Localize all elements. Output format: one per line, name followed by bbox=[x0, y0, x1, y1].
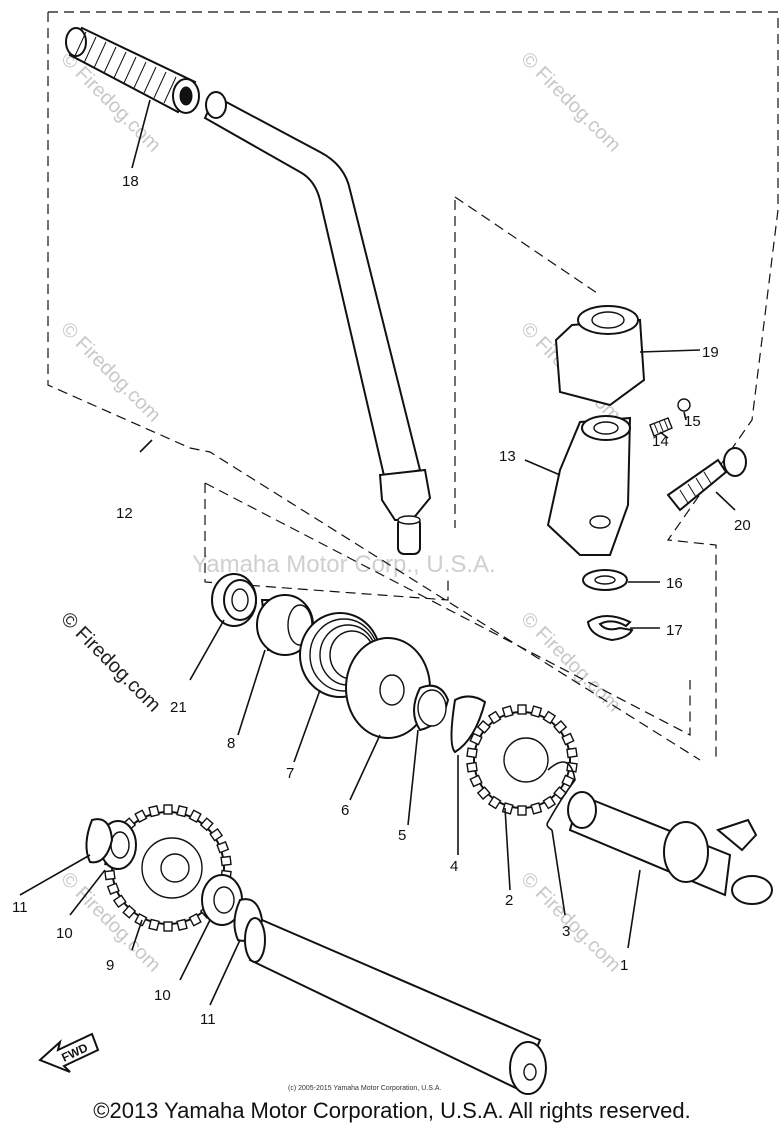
oil-seal-21 bbox=[211, 573, 257, 627]
gear-tooth bbox=[530, 802, 543, 815]
callout-2: 2 bbox=[505, 892, 513, 909]
gear-tooth bbox=[134, 913, 148, 927]
watermark: © Firedog.com bbox=[516, 608, 625, 717]
gear-tooth bbox=[148, 805, 160, 818]
gear-tooth bbox=[122, 904, 137, 919]
group-19-link bbox=[454, 196, 601, 296]
gear-2 bbox=[466, 704, 578, 816]
gear-tooth bbox=[501, 802, 514, 815]
callout-7: 7 bbox=[286, 765, 294, 782]
gear-tooth bbox=[106, 882, 120, 895]
callout-10a: 10 bbox=[56, 925, 73, 942]
callout-11b: 11 bbox=[200, 1011, 216, 1028]
callout-6: 6 bbox=[341, 802, 349, 819]
watermark: © Firedog.com bbox=[56, 608, 165, 717]
gear-tooth bbox=[220, 855, 232, 867]
callout-5: 5 bbox=[398, 827, 406, 844]
callout-12: 12 bbox=[116, 505, 133, 522]
callout-21: 21 bbox=[170, 699, 187, 716]
kick-axle-1 bbox=[567, 791, 773, 905]
gear-tooth bbox=[199, 817, 214, 832]
gear-tooth bbox=[176, 918, 188, 931]
callout-4: 4 bbox=[450, 858, 458, 875]
callout-3: 3 bbox=[562, 923, 570, 940]
bolt-20 bbox=[666, 447, 747, 512]
gear-tooth bbox=[476, 719, 491, 734]
leader-lines bbox=[19, 99, 736, 1006]
clip-4 bbox=[450, 695, 487, 754]
gear-tooth bbox=[469, 774, 483, 788]
gear-tooth bbox=[469, 732, 483, 746]
main-shaft bbox=[244, 917, 547, 1095]
copyright-notice: ©2013 Yamaha Motor Corporation, U.S.A. A… bbox=[93, 1098, 691, 1123]
kick-lever bbox=[203, 91, 432, 555]
gear-tooth bbox=[487, 795, 502, 810]
callout-17: 17 bbox=[666, 622, 683, 639]
gear-tooth bbox=[501, 705, 514, 718]
kick-grip bbox=[65, 26, 200, 114]
gear-tooth bbox=[553, 719, 568, 734]
group-12-boundary-left bbox=[47, 12, 701, 761]
watermark: © Firedog.com bbox=[516, 868, 625, 977]
callout-11a: 11 bbox=[12, 899, 28, 916]
group-12-boundary bbox=[48, 11, 779, 760]
gear-tooth bbox=[561, 732, 575, 746]
clip-17 bbox=[586, 615, 634, 642]
center-watermark: Yamaha Motor Corp., U.S.A. bbox=[192, 551, 496, 578]
group-7-boundary-right bbox=[204, 482, 691, 736]
gear-tooth bbox=[188, 913, 202, 927]
spring-14 bbox=[649, 417, 673, 437]
grip-knurl bbox=[73, 31, 177, 104]
gear-tooth bbox=[209, 827, 224, 842]
callout-16: 16 bbox=[666, 575, 683, 592]
gear-tooth bbox=[148, 918, 160, 931]
gear-tooth bbox=[104, 869, 116, 881]
kick-boss bbox=[554, 305, 646, 407]
gear-tooth bbox=[542, 795, 557, 810]
callout-15: 15 bbox=[684, 413, 701, 430]
watermark: © Firedog.com bbox=[516, 48, 625, 157]
gear-tooth bbox=[163, 804, 173, 815]
gear-tooth bbox=[517, 704, 527, 715]
spring-clip-3 bbox=[546, 761, 576, 831]
gear-tooth bbox=[163, 921, 173, 932]
gear-tooth bbox=[466, 761, 478, 773]
callout-19: 19 bbox=[702, 344, 719, 361]
gear-tooth bbox=[176, 805, 188, 818]
gear-tooth bbox=[112, 894, 127, 909]
gear-9 bbox=[104, 804, 232, 932]
gear-tooth bbox=[487, 710, 502, 725]
gear-9-teeth bbox=[104, 804, 232, 932]
circlip-11a bbox=[85, 818, 114, 864]
shim-10b bbox=[201, 874, 243, 926]
gear-tooth bbox=[566, 747, 578, 759]
gear-tooth bbox=[216, 841, 230, 854]
callout-20: 20 bbox=[734, 517, 751, 534]
group-boundaries bbox=[47, 11, 779, 761]
circlip-5-inner bbox=[417, 689, 447, 727]
gear-tooth bbox=[530, 705, 543, 718]
gear-tooth bbox=[466, 747, 478, 759]
washer-16-hole bbox=[594, 575, 616, 585]
callout-1: 1 bbox=[620, 957, 628, 974]
small-copyright: (c) 2005-2015 Yamaha Motor Corporation, … bbox=[288, 1085, 441, 1092]
kick-arm bbox=[546, 415, 632, 556]
fwd-arrow: FWD bbox=[38, 1032, 100, 1073]
gear-tooth bbox=[542, 710, 557, 725]
callout-13: 13 bbox=[499, 448, 516, 465]
callouts: 18 19 13 14 15 20 12 16 17 21 8 7 6 5 4 … bbox=[12, 173, 751, 1028]
callout-18: 18 bbox=[122, 173, 139, 190]
gear-tooth bbox=[188, 809, 202, 823]
callout-14: 14 bbox=[652, 433, 669, 450]
group-7-boundary bbox=[204, 483, 449, 601]
watermark: © Firedog.com bbox=[56, 318, 165, 427]
gear-tooth bbox=[517, 805, 527, 816]
callout-10b: 10 bbox=[154, 987, 171, 1004]
ball-15 bbox=[677, 398, 691, 412]
callout-8: 8 bbox=[227, 735, 235, 752]
callout-9: 9 bbox=[106, 957, 114, 974]
gear-tooth bbox=[476, 786, 491, 801]
gear-tooth bbox=[134, 809, 148, 823]
